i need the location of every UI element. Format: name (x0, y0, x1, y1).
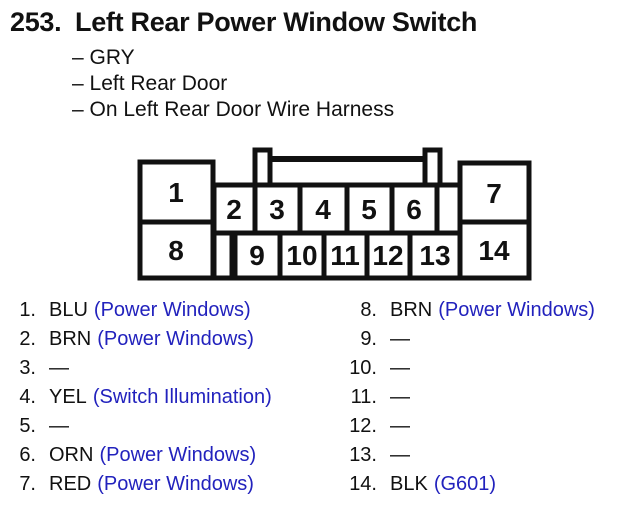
pin-label-13: 13 (419, 240, 450, 271)
pin-label-14: 14 (478, 235, 510, 266)
pin-cell-13 (407, 230, 463, 281)
pin-number: 14. (349, 473, 377, 495)
pin-wire-color: BLU (49, 299, 88, 321)
pin-row-1: 1. BLU (Power Windows) (12, 296, 272, 325)
page-title: Left Rear Power Window Switch (75, 7, 478, 37)
pin-function-note: (G601) (433, 473, 497, 495)
pin-wire-color: — (390, 357, 410, 379)
section-number: 253. (10, 7, 62, 37)
section-title: 253. Left Rear Power Window Switch (10, 7, 477, 38)
pin-number: 9. (360, 328, 377, 350)
pin-label-1: 1 (168, 177, 184, 208)
pin-wire-color: BRN (390, 299, 433, 321)
pin-function-note: (Power Windows) (438, 299, 595, 321)
pin-row-3: 3. — (12, 354, 272, 383)
pin-number: 1. (19, 299, 36, 321)
pin-row-11: 11. — (330, 383, 595, 412)
pin-number: 12. (349, 415, 377, 437)
latch-tab-left (252, 147, 273, 188)
pin-number: 6. (19, 444, 36, 466)
connector-diagram: 1 2 3 4 5 6 7 8 9 10 11 12 13 14 (137, 147, 532, 281)
pin-number: 7. (19, 473, 36, 495)
pin-wire-color: — (390, 415, 410, 437)
blank-slot-top (434, 182, 463, 236)
pin-wire-color: ORN (49, 444, 94, 466)
blank-slot-bottom (211, 230, 235, 281)
pin-row-6: 6. ORN (Power Windows) (12, 441, 272, 470)
pin-function-note: (Power Windows) (97, 473, 254, 495)
pin-row-2: 2. BRN (Power Windows) (12, 325, 272, 354)
pin-number: 13. (349, 444, 377, 466)
pin-row-10: 10. — (330, 354, 595, 383)
pin-wire-color: BRN (49, 328, 92, 350)
pin-label-10: 10 (286, 240, 317, 271)
pin-label-5: 5 (361, 194, 377, 225)
pin-row-12: 12. — (330, 412, 595, 441)
pin-row-9: 9. — (330, 325, 595, 354)
connector-details: – GRY – Left Rear Door – On Left Rear Do… (72, 45, 394, 123)
pin-wire-color: — (390, 444, 410, 466)
latch-tab-right (422, 147, 443, 188)
pin-label-7: 7 (486, 178, 502, 209)
pin-number: 10. (349, 357, 377, 379)
pin-wire-color: RED (49, 473, 92, 495)
connector-harness-line: – On Left Rear Door Wire Harness (72, 98, 395, 121)
pin-wire-color: — (390, 386, 410, 408)
pin-label-3: 3 (269, 194, 285, 225)
pin-number: 11. (350, 386, 377, 408)
pin-wire-color: — (49, 357, 69, 379)
pin-cell-14 (457, 219, 532, 281)
pin-number: 2. (19, 328, 36, 350)
pin-function-note: (Power Windows) (99, 444, 257, 466)
pin-label-8: 8 (168, 235, 184, 266)
pin-row-7: 7. RED (Power Windows) (12, 470, 272, 499)
pin-function-note: (Power Windows) (93, 299, 251, 321)
pin-wire-color: — (390, 328, 410, 350)
pin-label-2: 2 (226, 194, 242, 225)
pin-row-14: 14. BLK (G601) (330, 470, 595, 499)
pin-number: 5. (19, 415, 36, 437)
pin-row-4: 4. YEL (Switch Illumination) (12, 383, 272, 412)
pin-label-12: 12 (372, 240, 403, 271)
pin-row-13: 13. — (330, 441, 595, 470)
pin-label-4: 4 (315, 194, 331, 225)
pin-wire-color: BLK (390, 473, 428, 495)
pin-number: 4. (19, 386, 36, 408)
pin-row-8: 8. BRN (Power Windows) (330, 296, 595, 325)
connector-color-line: – GRY (72, 46, 135, 69)
pin-wire-color: YEL (49, 386, 87, 408)
pin-function-note: (Power Windows) (97, 328, 254, 350)
pin-label-11: 11 (330, 240, 360, 271)
pin-row-5: 5. — (12, 412, 272, 441)
pin-number: 8. (360, 299, 377, 321)
connector-location-line: – Left Rear Door (72, 72, 228, 95)
pin-list-right: 8. BRN (Power Windows) 9. — 10. — 11. — … (330, 296, 595, 499)
pin-label-9: 9 (249, 240, 265, 271)
pin-label-6: 6 (406, 194, 422, 225)
pin-number: 3. (19, 357, 36, 379)
pin-wire-color: — (49, 415, 69, 437)
pin-function-note: (Switch Illumination) (92, 386, 272, 408)
pin-list-left: 1. BLU (Power Windows) 2. BRN (Power Win… (12, 296, 272, 499)
